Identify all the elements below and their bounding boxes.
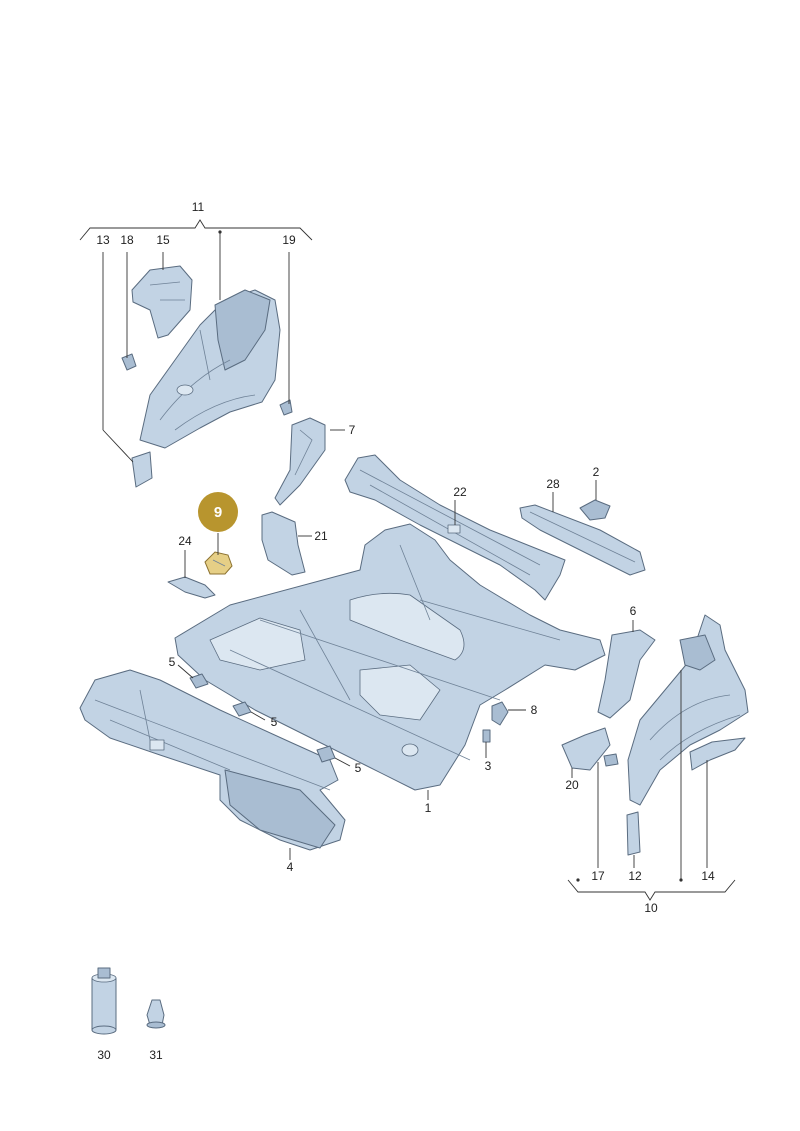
- reinforcement-6: [597, 629, 656, 719]
- reinforcement-21: [261, 511, 306, 576]
- highlight-badge-label: 9: [214, 504, 222, 521]
- group-11-brace: [79, 219, 313, 241]
- bolt-3: [482, 729, 491, 743]
- floor-pan-1: [174, 523, 606, 791]
- cross-member-28: [519, 504, 646, 576]
- canister-30: [91, 967, 117, 1035]
- leader-lines: [102, 232, 708, 880]
- label-20: 20: [565, 778, 579, 792]
- label-13: 13: [96, 233, 110, 247]
- label-30: 30: [97, 1048, 111, 1062]
- label-19: 19: [282, 233, 296, 247]
- bracket-15: [131, 265, 193, 339]
- bracket-19: [279, 399, 293, 416]
- cross-member-22: [344, 454, 566, 601]
- label-3: 3: [485, 759, 492, 773]
- wheel-housing-left-assembly: [139, 289, 281, 449]
- label-4: 4: [287, 860, 294, 874]
- label-11: 11: [192, 200, 205, 214]
- label-5-c: 5: [355, 761, 362, 775]
- panel-14: [689, 737, 746, 771]
- label-7: 7: [349, 423, 356, 437]
- label-22: 22: [453, 485, 467, 499]
- label-21: 21: [314, 529, 328, 543]
- label-31: 31: [149, 1048, 163, 1062]
- label-2: 2: [593, 465, 600, 479]
- label-15: 15: [156, 233, 170, 247]
- label-28: 28: [546, 477, 560, 491]
- clip-18: [121, 353, 137, 371]
- label-5-b: 5: [271, 715, 278, 729]
- panel-13: [131, 451, 153, 488]
- rear-panel-4: [79, 669, 346, 851]
- plug-31: [146, 999, 166, 1029]
- label-17: 17: [591, 869, 605, 883]
- label-5-a: 5: [169, 655, 176, 669]
- label-10: 10: [644, 901, 658, 915]
- label-1: 1: [425, 801, 432, 815]
- leader-dots: [218, 230, 683, 882]
- plate-24: [167, 576, 216, 599]
- clip-17: [603, 753, 619, 767]
- label-12: 12: [628, 869, 642, 883]
- label-8: 8: [531, 703, 538, 717]
- bracket-8: [491, 701, 509, 726]
- highlight-badge-9: 9: [198, 492, 238, 532]
- label-24: 24: [178, 534, 192, 548]
- label-14: 14: [701, 869, 715, 883]
- label-6: 6: [630, 604, 637, 618]
- panel-12: [626, 811, 641, 856]
- label-18: 18: [120, 233, 134, 247]
- bracket-20: [561, 727, 611, 771]
- bracket-2: [579, 499, 611, 521]
- wheel-housing-right: [627, 614, 749, 806]
- highlight-badge-circle: [198, 492, 238, 532]
- reinforcement-7: [274, 417, 326, 506]
- callout-labels: 11 13 18 15 19 7 21 24 22 28 2 6 5 5 5 8…: [96, 200, 715, 1062]
- clip-5-a: [189, 673, 209, 689]
- group-10-brace: [567, 879, 736, 901]
- part-9-highlighted: [204, 551, 233, 575]
